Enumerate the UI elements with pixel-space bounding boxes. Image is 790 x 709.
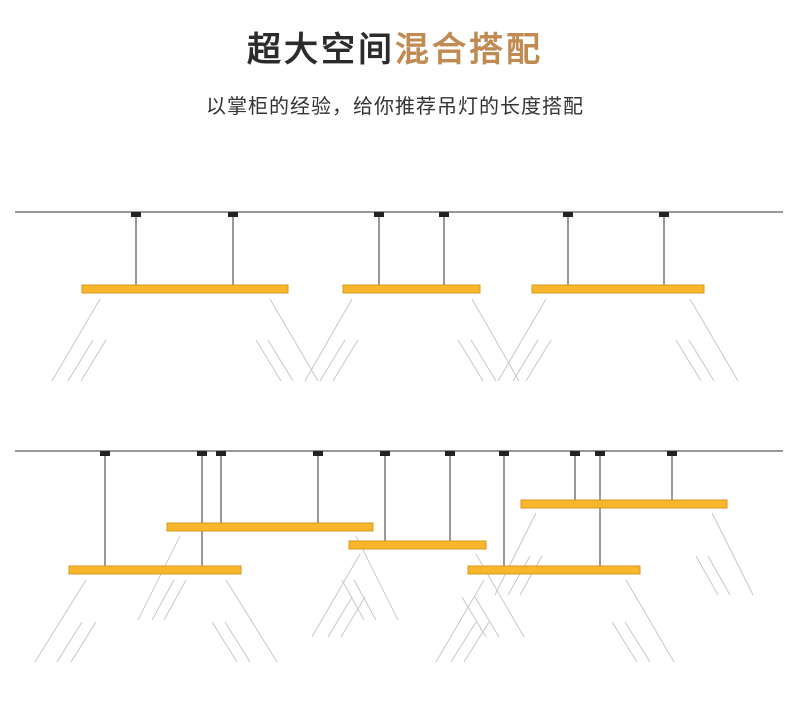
- title-part-dark: 超大空间: [247, 30, 395, 70]
- page-subtitle: 以掌柜的经验，给你推荐吊灯的长度搭配: [206, 94, 584, 118]
- ceiling-mount-icon: [659, 212, 669, 217]
- linear-pendant-lamp-icon: [166, 451, 374, 532]
- ceiling-mount-icon: [563, 212, 573, 217]
- ceiling-mount-icon: [380, 451, 390, 456]
- linear-pendant-lamp-icon: [520, 451, 728, 509]
- title-part-accent: 混合搭配: [395, 30, 543, 70]
- ceiling-mount-icon: [313, 451, 323, 456]
- ceiling-mount-icon: [216, 451, 226, 456]
- ceiling-mount-icon: [595, 451, 605, 456]
- ceiling-mount-icon: [570, 451, 580, 456]
- light-rays: [34, 512, 754, 663]
- ceiling-mount-icon: [197, 451, 207, 456]
- linear-pendant-lamp-icon: [68, 451, 242, 575]
- page-title: 超大空间混合搭配: [0, 28, 790, 72]
- linear-pendant-lamp-icon: [304, 212, 520, 382]
- ceiling-mount-icon: [228, 212, 238, 217]
- linear-pendant-lamp-icon: [348, 451, 487, 550]
- ceiling-mount-icon: [131, 212, 141, 217]
- ceiling-mount-icon: [445, 451, 455, 456]
- ceiling-mount-icon: [667, 451, 677, 456]
- ceiling-mount-icon: [499, 451, 509, 456]
- ceiling-mount-icon: [439, 212, 449, 217]
- linear-pendant-lamp-icon: [497, 212, 739, 382]
- ceiling-mount-icon: [374, 212, 384, 217]
- linear-pendant-lamp-icon: [51, 212, 319, 382]
- ceiling-mount-icon: [100, 451, 110, 456]
- linear-pendant-lamp-icon: [467, 451, 641, 575]
